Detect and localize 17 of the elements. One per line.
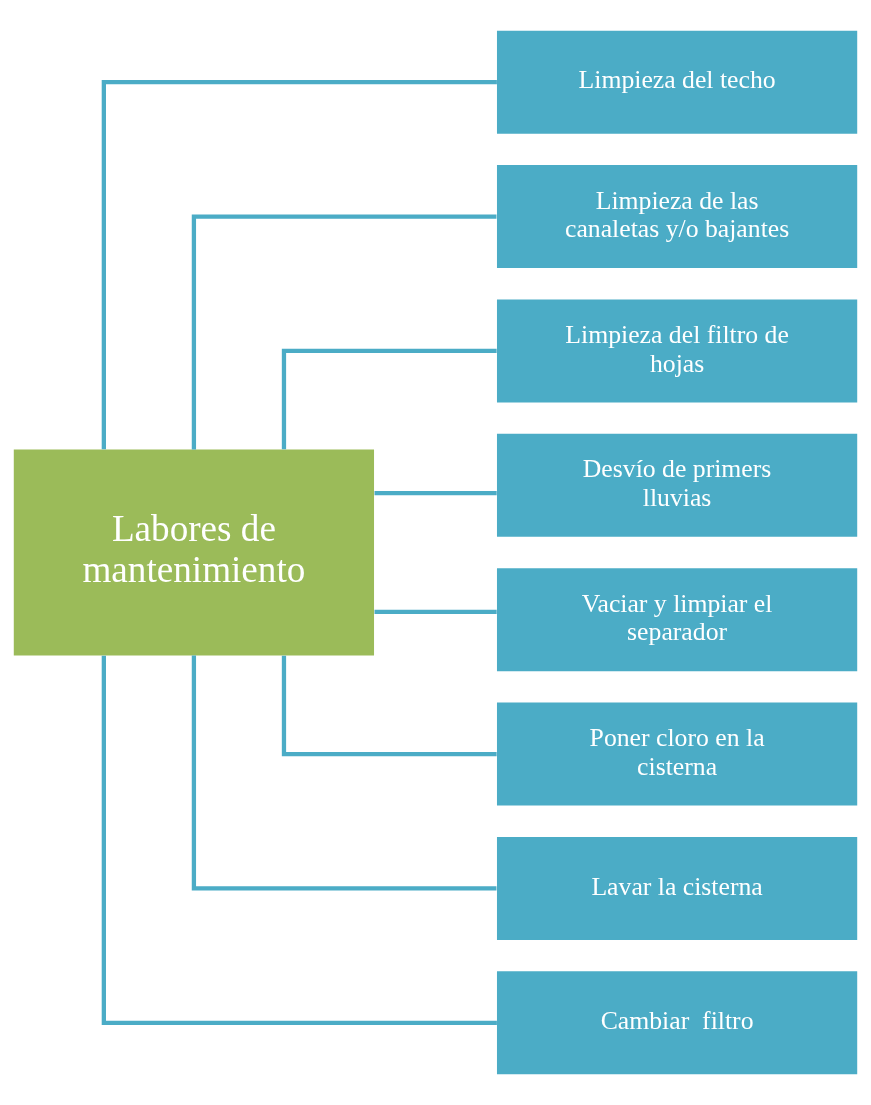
node-box: Cambiar filtro bbox=[496, 971, 858, 1075]
connector bbox=[191, 214, 497, 450]
node-box: Desvío de primers lluvias bbox=[496, 433, 858, 537]
node-box: Labores de mantenimiento bbox=[13, 449, 375, 656]
connector bbox=[374, 491, 497, 496]
connector bbox=[374, 609, 497, 614]
connector bbox=[281, 348, 497, 450]
node-box: Poner cloro en la cisterna bbox=[496, 702, 858, 806]
node-box: Limpieza de las canaletas y/o bajantes bbox=[496, 165, 858, 268]
node-box: Limpieza del techo bbox=[496, 30, 858, 134]
node-box: Limpieza del filtro de hojas bbox=[496, 299, 858, 403]
connector bbox=[101, 655, 497, 1025]
node-box: Lavar la cisterna bbox=[496, 837, 858, 940]
connector bbox=[281, 655, 497, 757]
connector bbox=[191, 655, 497, 891]
node-box: Vaciar y limpiar el separador bbox=[496, 568, 858, 672]
connector bbox=[101, 80, 497, 450]
